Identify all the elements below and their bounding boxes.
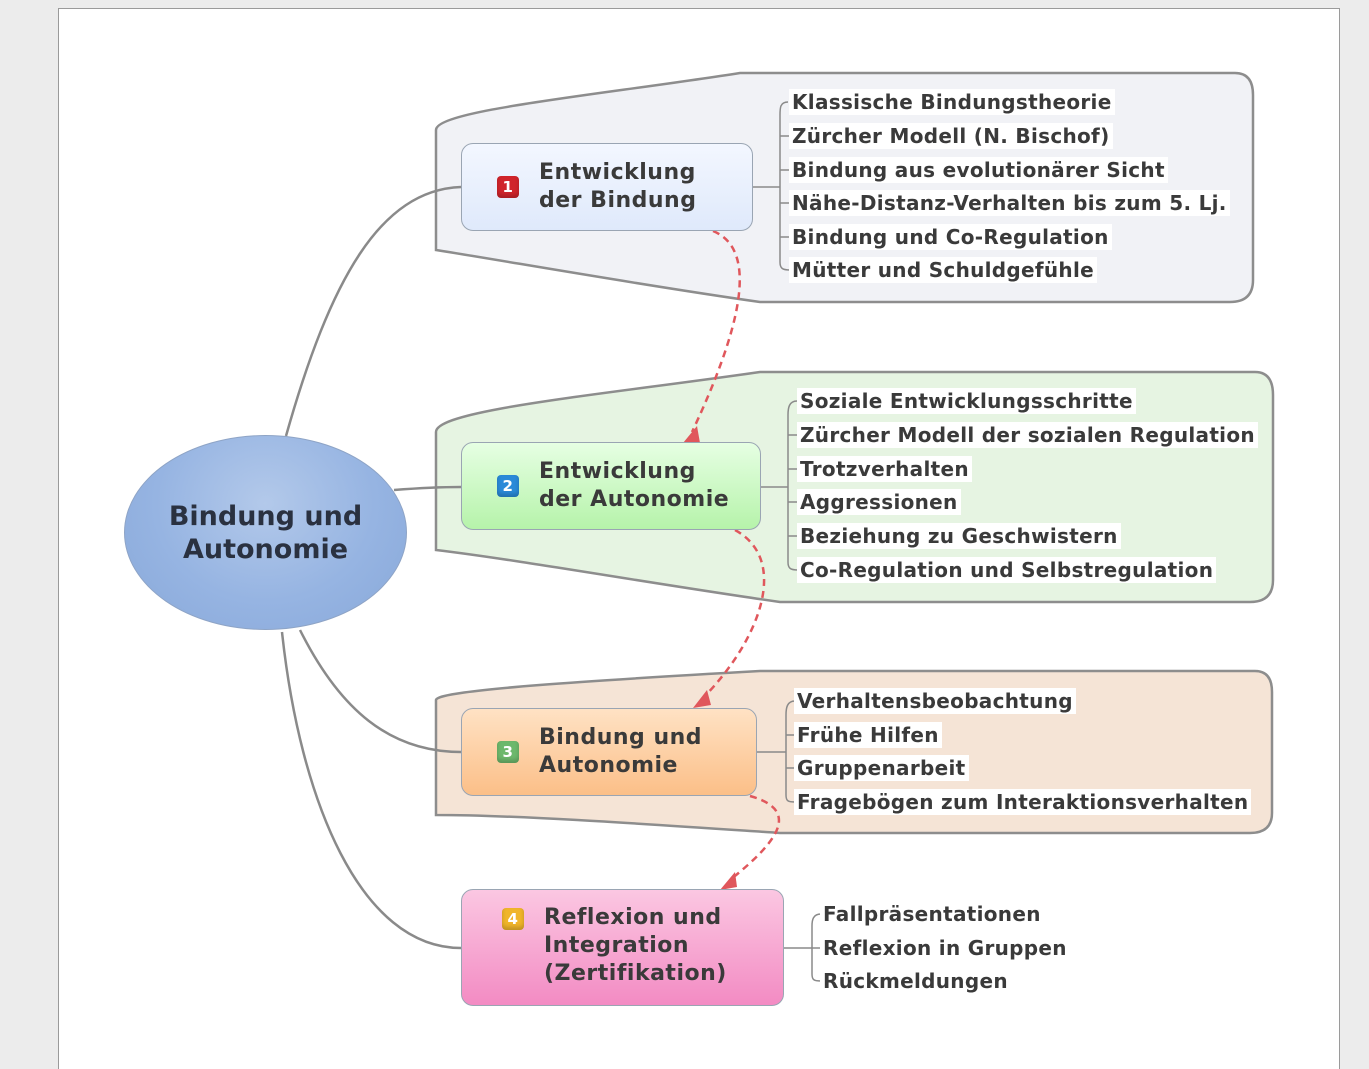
- subtopic[interactable]: Fragebögen zum Interaktionsverhalten: [794, 789, 1252, 815]
- subtopic[interactable]: Zürcher Modell (N. Bischof): [789, 123, 1113, 149]
- priority-3-icon: 3: [497, 741, 519, 763]
- central-topic-label: Bindung und Autonomie: [168, 500, 363, 565]
- subtopic[interactable]: Rückmeldungen: [820, 968, 1011, 994]
- subtopic[interactable]: Nähe-Distanz-Verhalten bis zum 5. Lj.: [789, 190, 1230, 216]
- priority-1-icon: 1: [497, 176, 519, 198]
- topic-3[interactable]: 3 Bindung und Autonomie: [461, 708, 757, 796]
- topic-4[interactable]: 4 Reflexion und Integration (Zertifikati…: [461, 889, 784, 1006]
- topic-4-label: Reflexion und Integration (Zertifikation…: [544, 905, 727, 986]
- subtopic[interactable]: Verhaltensbeobachtung: [794, 688, 1076, 714]
- subtopic[interactable]: Trotzverhalten: [797, 456, 972, 482]
- subtopic[interactable]: Gruppenarbeit: [794, 755, 969, 781]
- subtopic[interactable]: Mütter und Schuldgefühle: [789, 257, 1097, 283]
- subtopic[interactable]: Aggressionen: [797, 489, 961, 515]
- subtopic[interactable]: Beziehung zu Geschwistern: [797, 523, 1121, 549]
- subtopic[interactable]: Soziale Entwicklungsschritte: [797, 388, 1136, 414]
- subtopic[interactable]: Bindung aus evolutionärer Sicht: [789, 157, 1168, 183]
- topic-2[interactable]: 2 Entwicklung der Autonomie: [461, 442, 761, 530]
- central-topic[interactable]: Bindung und Autonomie: [124, 435, 407, 630]
- topic-1[interactable]: 1 Entwicklung der Bindung: [461, 143, 753, 231]
- subtopic[interactable]: Zürcher Modell der sozialen Regulation: [797, 422, 1258, 448]
- topic-3-label: Bindung und Autonomie: [539, 725, 703, 778]
- subtopic[interactable]: Fallpräsentationen: [820, 901, 1044, 927]
- topic-2-label: Entwicklung der Autonomie: [539, 459, 730, 512]
- priority-4-icon: 4: [502, 908, 524, 930]
- priority-2-icon: 2: [497, 475, 519, 497]
- topic-1-label: Entwicklung der Bindung: [539, 160, 697, 213]
- subtopic[interactable]: Klassische Bindungstheorie: [789, 89, 1115, 115]
- subtopic[interactable]: Bindung und Co-Regulation: [789, 224, 1112, 250]
- subtopic[interactable]: Frühe Hilfen: [794, 722, 942, 748]
- subtopic[interactable]: Co-Regulation und Selbstregulation: [797, 557, 1217, 583]
- subtopic[interactable]: Reflexion in Gruppen: [820, 935, 1070, 961]
